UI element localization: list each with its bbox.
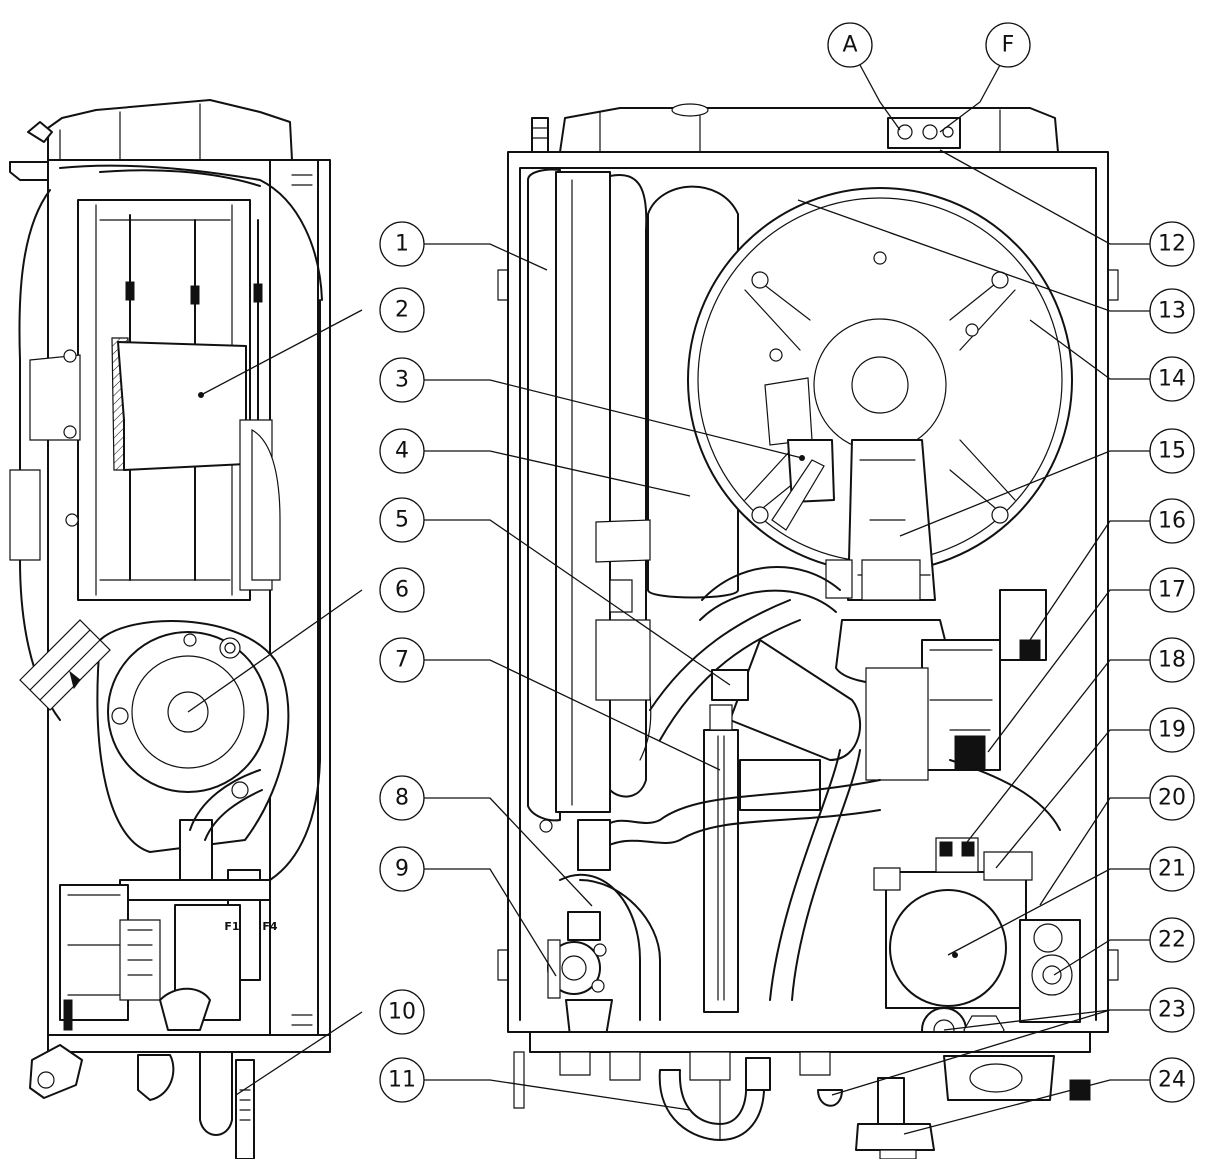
svg-text:17: 17: [1158, 578, 1186, 603]
callout-6: 6: [379, 567, 425, 613]
callout-12: 12: [1149, 221, 1195, 267]
side-view: F1 F4: [9, 99, 331, 1160]
svg-text:1: 1: [395, 232, 409, 257]
callout-5: 5: [379, 497, 425, 543]
svg-text:24: 24: [1158, 1068, 1186, 1093]
front-view: [497, 103, 1119, 1160]
callout-10: 10: [379, 989, 425, 1035]
callout-17: 17: [1149, 567, 1195, 613]
svg-text:8: 8: [395, 786, 409, 811]
callout-4: 4: [379, 428, 425, 474]
callout-11: 11: [379, 1057, 425, 1103]
callout-22: 22: [1149, 917, 1195, 963]
svg-text:2: 2: [395, 298, 409, 323]
svg-text:9: 9: [395, 857, 409, 882]
callout-a: A: [827, 22, 873, 68]
callout-1: 1: [379, 221, 425, 267]
callout-14: 14: [1149, 356, 1195, 402]
callout-7: 7: [379, 637, 425, 683]
callout-19: 19: [1149, 707, 1195, 753]
svg-text:16: 16: [1158, 509, 1186, 534]
callout-9: 9: [379, 846, 425, 892]
callout-f: F: [985, 22, 1031, 68]
svg-text:22: 22: [1158, 928, 1186, 953]
svg-text:5: 5: [395, 508, 409, 533]
svg-text:A: A: [842, 33, 857, 58]
callouts: A F 1 2 3 4 5 6 7 8 9 10 11 12 13 14 15 …: [379, 22, 1195, 1103]
f1-mark: F1: [224, 920, 239, 933]
svg-text:6: 6: [395, 578, 409, 603]
svg-text:11: 11: [388, 1068, 416, 1093]
callout-20: 20: [1149, 775, 1195, 821]
callout-3: 3: [379, 357, 425, 403]
svg-text:7: 7: [395, 648, 409, 673]
callout-18: 18: [1149, 637, 1195, 683]
svg-text:21: 21: [1158, 857, 1186, 882]
svg-text:14: 14: [1158, 367, 1186, 392]
svg-text:10: 10: [388, 1000, 416, 1025]
callout-2: 2: [379, 287, 425, 333]
svg-text:3: 3: [395, 368, 409, 393]
callout-16: 16: [1149, 498, 1195, 544]
callout-15: 15: [1149, 428, 1195, 474]
leader-lines: [187, 64, 1150, 1135]
svg-text:18: 18: [1158, 648, 1186, 673]
svg-text:19: 19: [1158, 718, 1186, 743]
callout-13: 13: [1149, 288, 1195, 334]
svg-text:23: 23: [1158, 998, 1186, 1023]
callout-24: 24: [1149, 1057, 1195, 1103]
svg-text:4: 4: [395, 439, 409, 464]
f4-mark: F4: [262, 920, 278, 933]
svg-text:15: 15: [1158, 439, 1186, 464]
callout-21: 21: [1149, 846, 1195, 892]
callout-8: 8: [379, 775, 425, 821]
svg-text:13: 13: [1158, 299, 1186, 324]
svg-text:20: 20: [1158, 786, 1186, 811]
callout-23: 23: [1149, 987, 1195, 1033]
svg-text:12: 12: [1158, 232, 1186, 257]
svg-text:F: F: [1002, 33, 1015, 58]
